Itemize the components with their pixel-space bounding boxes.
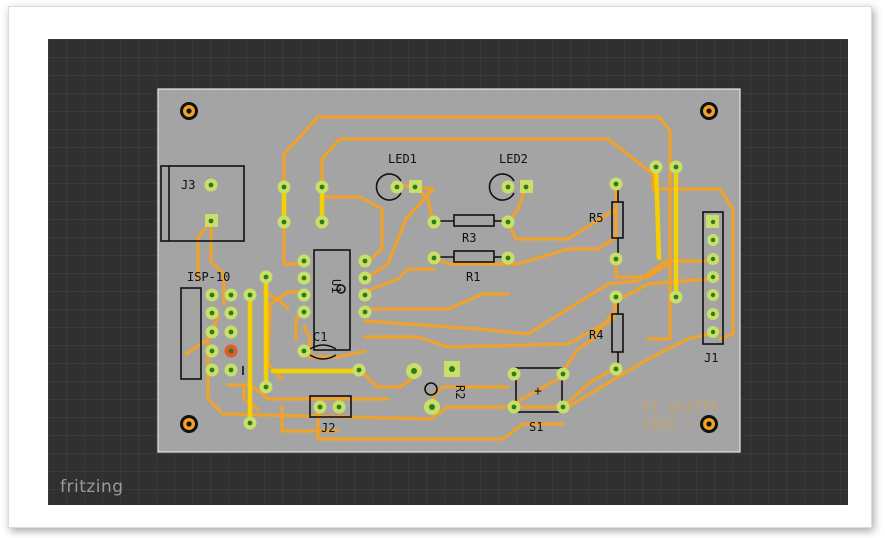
label-j2: J2 <box>321 421 335 435</box>
u1-outline <box>313 249 351 351</box>
mounting-hole-bl <box>180 415 198 433</box>
mounting-hole-br <box>700 415 718 433</box>
led1-outline <box>375 173 402 201</box>
label-s1-plus: + <box>534 384 542 399</box>
mounting-hole-tl <box>180 102 198 120</box>
back-silk-line1: ATtiny 13 <box>642 399 718 415</box>
jumper-wires <box>247 164 679 426</box>
label-r2: R2 <box>453 385 467 399</box>
label-r4: R4 <box>589 328 603 342</box>
label-led1: LED1 <box>388 152 417 166</box>
silkscreen-labels: J3 ISP-10 LED1 LED2 R3 R1 R5 R4 U1 C1 J2… <box>181 152 718 435</box>
j3-outline <box>160 165 245 242</box>
label-c1: C1 <box>313 330 327 344</box>
r2-pin-mark <box>424 382 438 396</box>
silkscreen-outlines <box>160 165 724 418</box>
pcb-view-canvas[interactable]: ATtiny 13 MH - 2022 <box>48 39 848 505</box>
s1-outline <box>515 367 563 413</box>
label-r5: R5 <box>589 211 603 225</box>
label-r1: R1 <box>466 270 480 284</box>
pcb-svg: ATtiny 13 MH - 2022 <box>157 88 741 453</box>
label-u1: U1 <box>329 279 343 293</box>
label-led2: LED2 <box>499 152 528 166</box>
fritzing-logo: fritzing <box>60 477 124 497</box>
pcb-board[interactable] <box>157 88 741 453</box>
j1-outline <box>702 211 724 345</box>
led2-outline <box>488 173 515 201</box>
back-silkscreen: ATtiny 13 MH - 2022 <box>642 399 718 433</box>
mounting-hole-tr <box>700 102 718 120</box>
mounting-holes <box>180 102 718 433</box>
pads[interactable] <box>204 160 720 430</box>
label-r3: R3 <box>462 231 476 245</box>
isp-outline <box>180 287 202 380</box>
label-j1: J1 <box>704 351 718 365</box>
label-s1: S1 <box>529 420 543 434</box>
screenshot-frame: ATtiny 13 MH - 2022 <box>8 6 872 528</box>
back-silk-line2: MH - 2022 <box>642 417 718 433</box>
label-j3: J3 <box>181 178 195 192</box>
label-isp: ISP-10 <box>187 270 230 284</box>
j2-outline <box>309 395 352 418</box>
